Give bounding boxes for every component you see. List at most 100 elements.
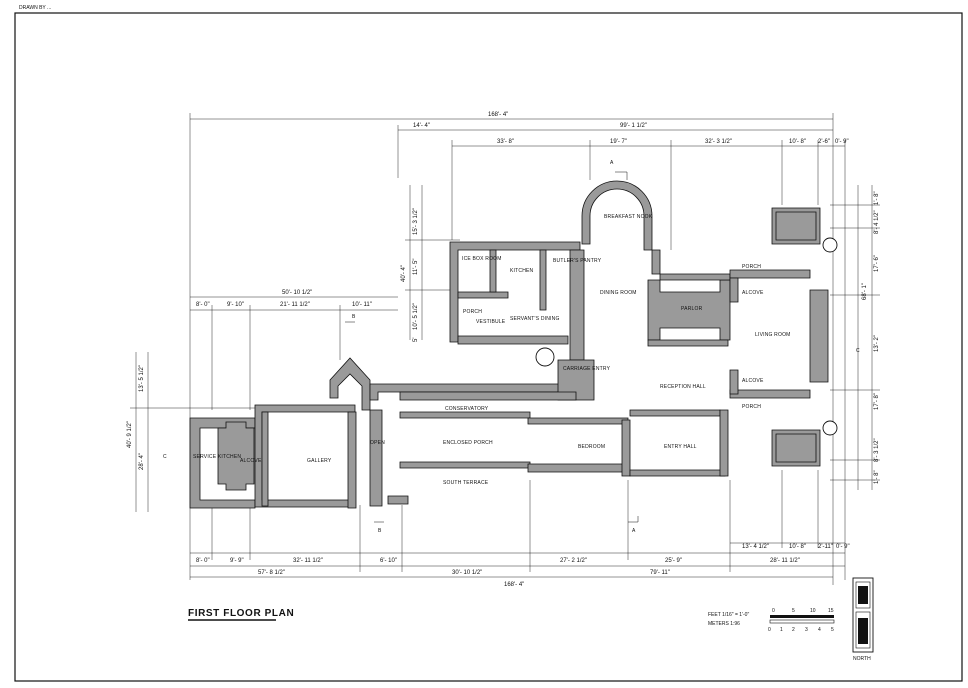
dim-right-v2: 8'- 4 1/2" <box>874 210 880 234</box>
scale-tick-ft-0: 0 <box>772 608 775 614</box>
dim-top-right: 99'- 1 1/2" <box>620 123 647 129</box>
room-servants-dining: SERVANT'S DINING <box>510 316 560 322</box>
dim-left-v4: 10'- 5 1/2" <box>413 303 419 330</box>
room-porch-north: PORCH <box>742 264 761 270</box>
section-marker-b-top: B <box>352 314 356 320</box>
room-enclosed-porch: ENCLOSED PORCH <box>443 440 493 446</box>
dim-bot-row2-b: 30'- 10 1/2" <box>452 570 482 576</box>
section-marker-c-right: C <box>856 348 860 354</box>
section-markers: A A B B C C <box>163 160 860 534</box>
dim-right-v4: 68'- 1" <box>862 283 868 300</box>
dim-west-a: 8'- 0" <box>196 302 210 308</box>
section-marker-a-top: A <box>610 160 614 166</box>
room-parlor: PARLOR <box>681 306 703 312</box>
room-reception-hall: RECEPTION HALL <box>660 384 706 390</box>
room-service-kitchen: SERVICE KITCHEN <box>193 454 241 460</box>
room-gallery: GALLERY <box>307 458 332 464</box>
room-vestibule: VESTIBULE <box>476 319 506 325</box>
dim-right-v6: 17'- 8" <box>874 393 880 410</box>
dim-bot-row1-g: 28'- 11 1/2" <box>770 558 800 564</box>
dim-bot-right-b: 10'- 8" <box>789 544 806 550</box>
scale-meters-label: METERS 1:96 <box>708 621 740 627</box>
scale-tick-ft-5: 5 <box>792 608 795 614</box>
dim-left-v1: 15'- 3 1/2" <box>413 208 419 235</box>
scale-tick-m-1: 1 <box>780 627 783 633</box>
dim-right-v8: 1'- 8" <box>874 470 880 484</box>
dim-bot-row1-e: 27'- 2 1/2" <box>560 558 587 564</box>
dim-bot-row1-d: 6'- 10" <box>380 558 397 564</box>
dim-row2-b: 19'- 7" <box>610 139 627 145</box>
room-dining: DINING ROOM <box>600 290 637 296</box>
dim-west-b: 9'- 10" <box>227 302 244 308</box>
north-arrow: NORTH <box>852 577 874 662</box>
dim-bot-right-d: 0'- 9" <box>836 544 850 550</box>
room-living: LIVING ROOM <box>755 332 791 338</box>
section-marker-a-bottom: A <box>632 528 636 534</box>
room-ice-box: ICE BOX ROOM <box>462 256 502 262</box>
dim-bot-row1-f: 25'- 9" <box>665 558 682 564</box>
scale-tick-m-2: 2 <box>792 627 795 633</box>
section-marker-b-bottom: B <box>378 528 382 534</box>
dimension-lines <box>130 113 880 585</box>
dim-bot-row2-c: 79'- 11" <box>650 570 670 576</box>
dim-left-v5: 5' <box>413 338 419 342</box>
dim-overall-top: 168'- 4" <box>488 112 508 118</box>
dim-right-v3: 17'- 6" <box>874 255 880 272</box>
sheet-border <box>14 12 963 682</box>
scale-bar: FEET 1/16" = 1'-0" METERS 1:96 0 5 10 15… <box>708 608 835 633</box>
room-kitchen: KITCHEN <box>510 268 534 274</box>
room-bedroom: BEDROOM <box>578 444 605 450</box>
room-open: OPEN <box>370 440 385 446</box>
dim-row2-f: 0'- 9" <box>835 139 849 145</box>
dim-top-left: 14'- 4" <box>413 123 430 129</box>
dim-west-c: 21'- 11 1/2" <box>280 302 310 308</box>
scale-feet-label: FEET 1/16" = 1'-0" <box>708 612 749 618</box>
room-south-terrace: SOUTH TERRACE <box>443 480 489 486</box>
dim-row2-c: 32'- 3 1/2" <box>705 139 732 145</box>
scale-tick-m-3: 3 <box>805 627 808 633</box>
dim-right-v7: 8'- 3 1/2" <box>874 438 880 462</box>
dim-west-overall: 50'- 10 1/2" <box>282 290 312 296</box>
scale-tick-ft-10: 10 <box>810 608 816 614</box>
dim-row2-d: 10'- 8" <box>789 139 806 145</box>
corner-note: DRAWN BY ... <box>19 5 51 11</box>
room-labels: BREAKFAST NOOK ICE BOX ROOM KITCHEN BUTL… <box>193 214 791 486</box>
room-alcove-north: ALCOVE <box>742 290 764 296</box>
dim-row2-a: 33'- 8" <box>497 139 514 145</box>
north-label: NORTH <box>853 656 871 662</box>
plan-title: FIRST FLOOR PLAN <box>188 608 294 619</box>
room-porch-south: PORCH <box>742 404 761 410</box>
scale-tick-m-0: 0 <box>768 627 771 633</box>
scale-tick-ft-15: 15 <box>828 608 834 614</box>
dim-west-d: 10'- 11" <box>352 302 372 308</box>
room-conservatory: CONSERVATORY <box>445 406 489 412</box>
dim-left-v3: 11'- 5" <box>413 258 419 275</box>
dim-bot-right-a: 13'- 4 1/2" <box>742 544 769 550</box>
dim-row2-e: 2'-6" <box>818 139 830 145</box>
room-breakfast-nook: BREAKFAST NOOK <box>604 214 653 220</box>
column-symbols <box>535 237 838 436</box>
dim-left-v2: 40'- 4" <box>401 265 407 282</box>
scale-tick-m-5: 5 <box>831 627 834 633</box>
dim-bot-row1-a: 8'- 0" <box>196 558 210 564</box>
dimension-labels: 168'- 4" 14'- 4" 99'- 1 1/2" 33'- 8" 19'… <box>127 112 880 588</box>
dim-right-v1: 1'- 8" <box>874 191 880 205</box>
room-alcove-south: ALCOVE <box>742 378 764 384</box>
dim-bot-row2-a: 57'- 8 1/2" <box>258 570 285 576</box>
section-marker-c-left: C <box>163 454 167 460</box>
dim-bot-row1-c: 32'- 11 1/2" <box>293 558 323 564</box>
room-porch-west: PORCH <box>463 309 482 315</box>
dim-far-left-v3: 28'- 4" <box>139 453 145 470</box>
room-entry-hall: ENTRY HALL <box>664 444 697 450</box>
dim-bot-row1-b: 9'- 9" <box>230 558 244 564</box>
dim-far-left-v2: 40'- 9 1/2" <box>127 421 133 448</box>
dim-bot-overall: 168'- 4" <box>504 582 524 588</box>
dim-right-v5: 13'- 2" <box>874 335 880 352</box>
room-butlers-pantry: BUTLER'S PANTRY <box>553 258 602 264</box>
dim-bot-right-c: 2'-11" <box>818 544 833 550</box>
scale-tick-m-4: 4 <box>818 627 821 633</box>
room-carriage-entry: CARRIAGE ENTRY <box>563 366 611 372</box>
room-alcove-west: ALCOVE <box>240 458 262 464</box>
dim-far-left-v1: 13'- 5 1/2" <box>139 365 145 392</box>
